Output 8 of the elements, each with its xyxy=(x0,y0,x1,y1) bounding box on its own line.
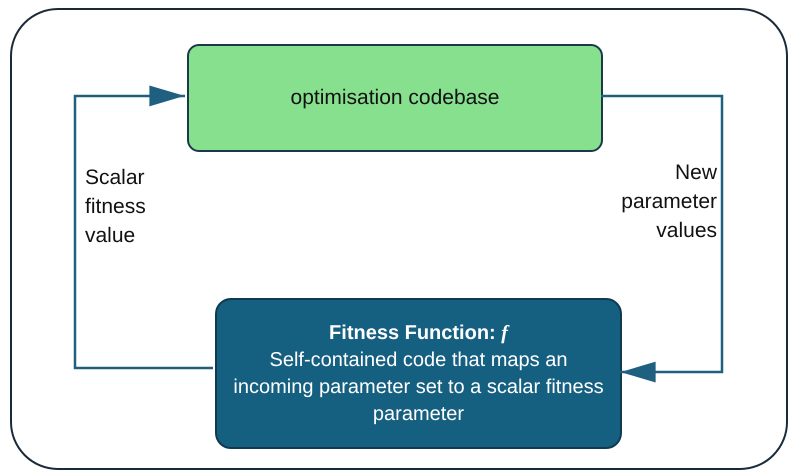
process-box xyxy=(187,44,603,152)
arrow xyxy=(74,85,213,370)
function-box xyxy=(215,298,622,449)
arrow xyxy=(601,94,724,383)
node-title: Fitness Function: f xyxy=(329,320,508,346)
node-description: Self-contained code that maps an incoming parameter set to a scalar fitness parameter xyxy=(232,348,605,426)
outer-frame xyxy=(10,8,788,470)
node-title: optimisation codebase xyxy=(290,86,500,110)
